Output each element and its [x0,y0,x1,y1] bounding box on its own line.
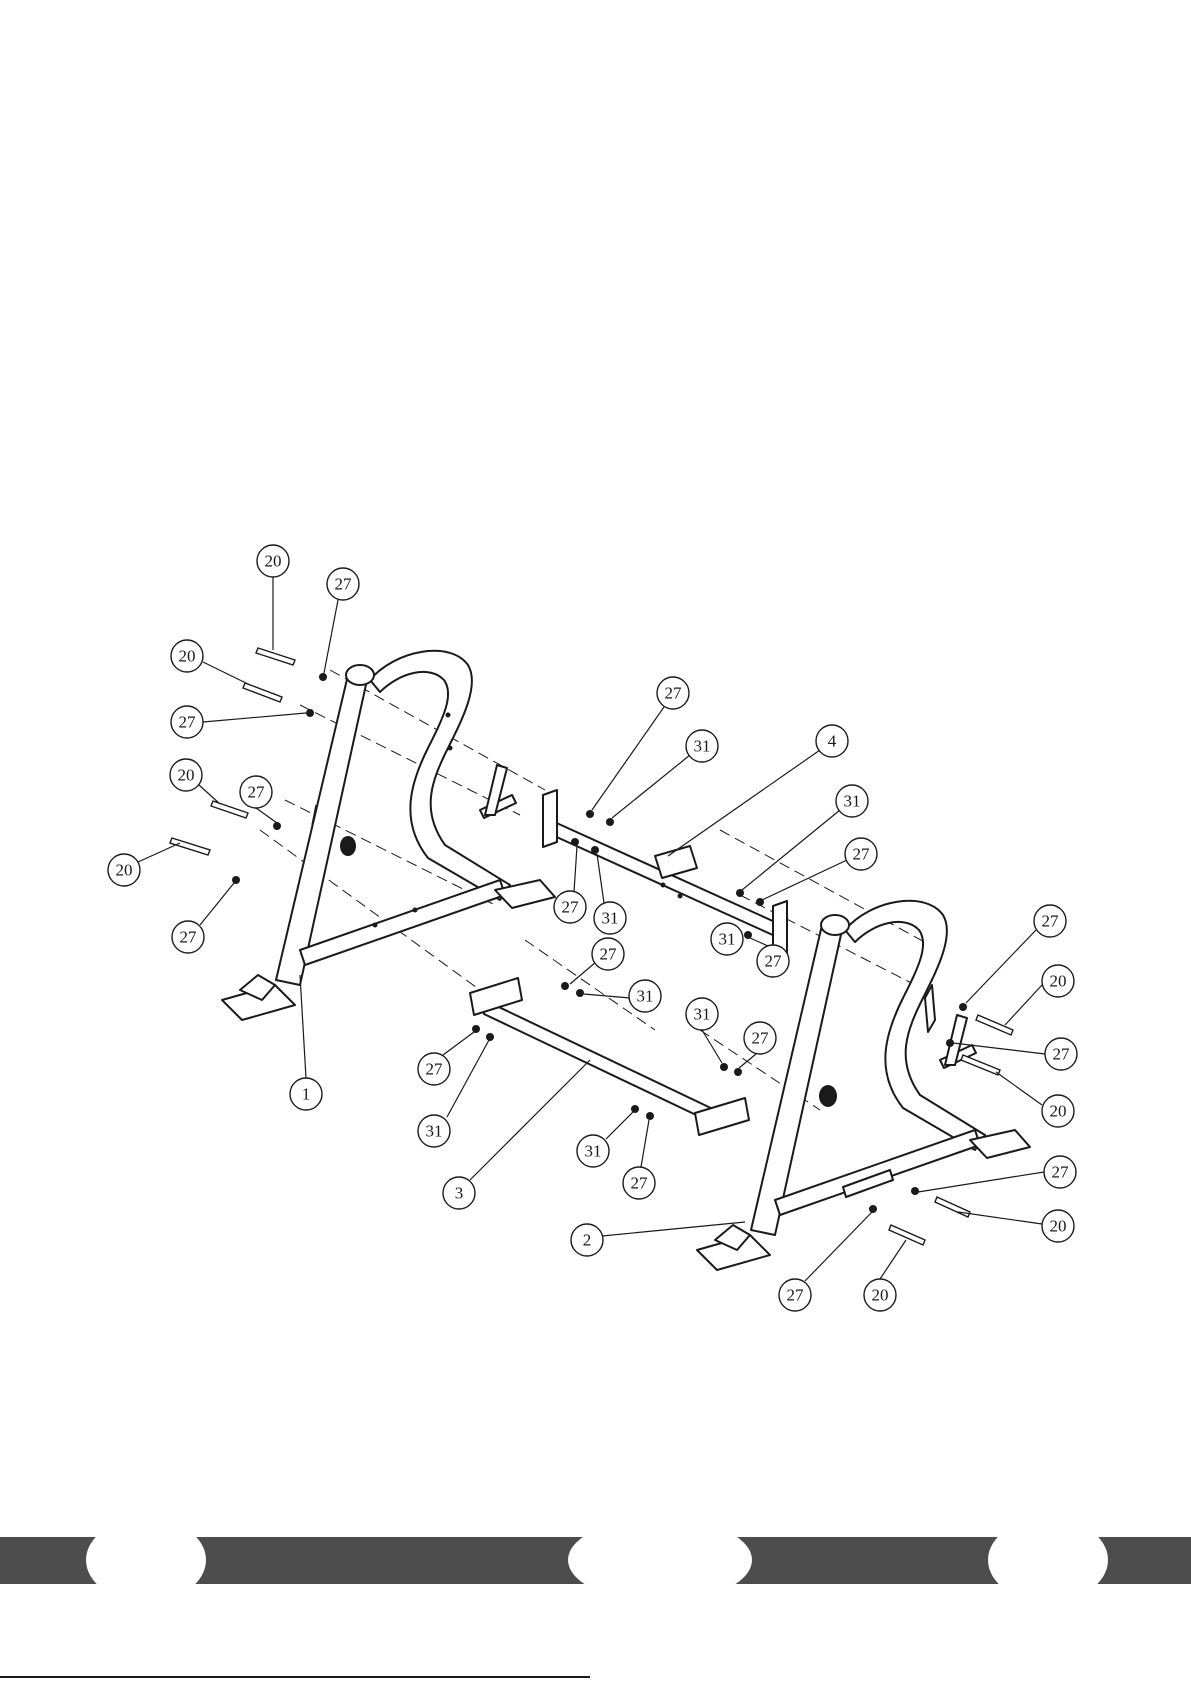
callout-label: 3 [455,1184,464,1203]
callout-c-2: 2 [571,1224,603,1256]
callout-c-31-g: 31 [418,1115,450,1147]
footer-oval-center [568,1518,752,1602]
callout-c-20-a: 20 [257,545,289,577]
callout-c-27-p: 27 [779,1279,811,1311]
callout-c-27-d: 27 [172,921,204,953]
callout-c-20-d: 20 [108,854,140,886]
callout-c-27-b: 27 [171,706,203,738]
page-footer-band [0,1518,1191,1677]
callout-label: 31 [602,909,619,928]
callout-label: 27 [426,1060,444,1079]
callout-label: 31 [694,737,711,756]
frame-part-1 [222,651,555,1020]
callout-label: 31 [637,987,654,1006]
callout-label: 27 [180,928,198,947]
callout-label: 27 [248,783,266,802]
callout-c-27-e: 27 [657,677,689,709]
callout-label: 27 [665,684,683,703]
callout-c-31-c: 31 [594,902,626,934]
callout-label: 31 [585,1142,602,1161]
callout-c-31-e: 31 [629,980,661,1012]
callout-label: 20 [178,766,195,785]
callout-label: 20 [1050,1217,1067,1236]
callout-c-27-g: 27 [554,891,586,923]
callout-label: 27 [853,845,871,864]
callout-c-27-n: 27 [1045,1038,1077,1070]
callout-label: 27 [787,1286,805,1305]
callout-c-31-a: 31 [686,730,718,762]
callout-label: 2 [583,1231,592,1250]
callout-label: 20 [116,861,133,880]
callout-c-27-h: 27 [757,945,789,977]
callout-c-20-f: 20 [1042,1095,1074,1127]
callout-label: 27 [179,713,197,732]
footer-oval-right [988,1518,1108,1602]
callout-label: 27 [600,945,618,964]
callout-c-27-j: 27 [744,1022,776,1054]
callout-c-31-b: 31 [836,785,868,817]
callout-label: 20 [1050,1102,1067,1121]
callout-label: 27 [1042,912,1060,931]
callout-c-1: 1 [290,1078,322,1110]
callout-label: 27 [631,1174,649,1193]
callout-label: 31 [426,1122,443,1141]
callout-c-20-e: 20 [1042,965,1074,997]
callout-c-20-b: 20 [171,640,203,672]
callout-label: 20 [1050,972,1067,991]
callout-c-27-k: 27 [418,1053,450,1085]
callout-c-27-l: 27 [623,1167,655,1199]
leader-lines [138,577,1045,1281]
callout-label: 27 [1052,1163,1070,1182]
callout-c-27-o: 27 [1044,1156,1076,1188]
callout-c-27-a: 27 [327,568,359,600]
callout-c-20-c: 20 [170,759,202,791]
callout-label: 4 [828,732,837,751]
callout-c-20-g: 20 [1042,1210,1074,1242]
callout-c-31-f: 31 [686,998,718,1030]
callout-label: 31 [719,930,736,949]
callout-c-27-i: 27 [592,938,624,970]
footer-oval-left [86,1518,206,1602]
callout-c-27-m: 27 [1034,905,1066,937]
callout-c-4: 4 [816,725,848,757]
callout-label: 27 [752,1029,770,1048]
callout-c-31-d: 31 [711,923,743,955]
callout-label: 27 [562,898,580,917]
callout-c-27-f: 27 [845,838,877,870]
callout-label: 27 [335,575,353,594]
callout-c-31-h: 31 [577,1135,609,1167]
callout-c-20-h: 20 [864,1279,896,1311]
callout-label: 1 [302,1085,311,1104]
callout-label: 20 [265,552,282,571]
callout-label: 27 [1053,1045,1071,1064]
callout-label: 20 [179,647,196,666]
callout-label: 27 [765,952,783,971]
callout-label: 20 [872,1286,889,1305]
callout-label: 31 [694,1005,711,1024]
callout-label: 31 [844,792,861,811]
callout-c-27-c: 27 [240,776,272,808]
callout-c-3: 3 [443,1177,475,1209]
